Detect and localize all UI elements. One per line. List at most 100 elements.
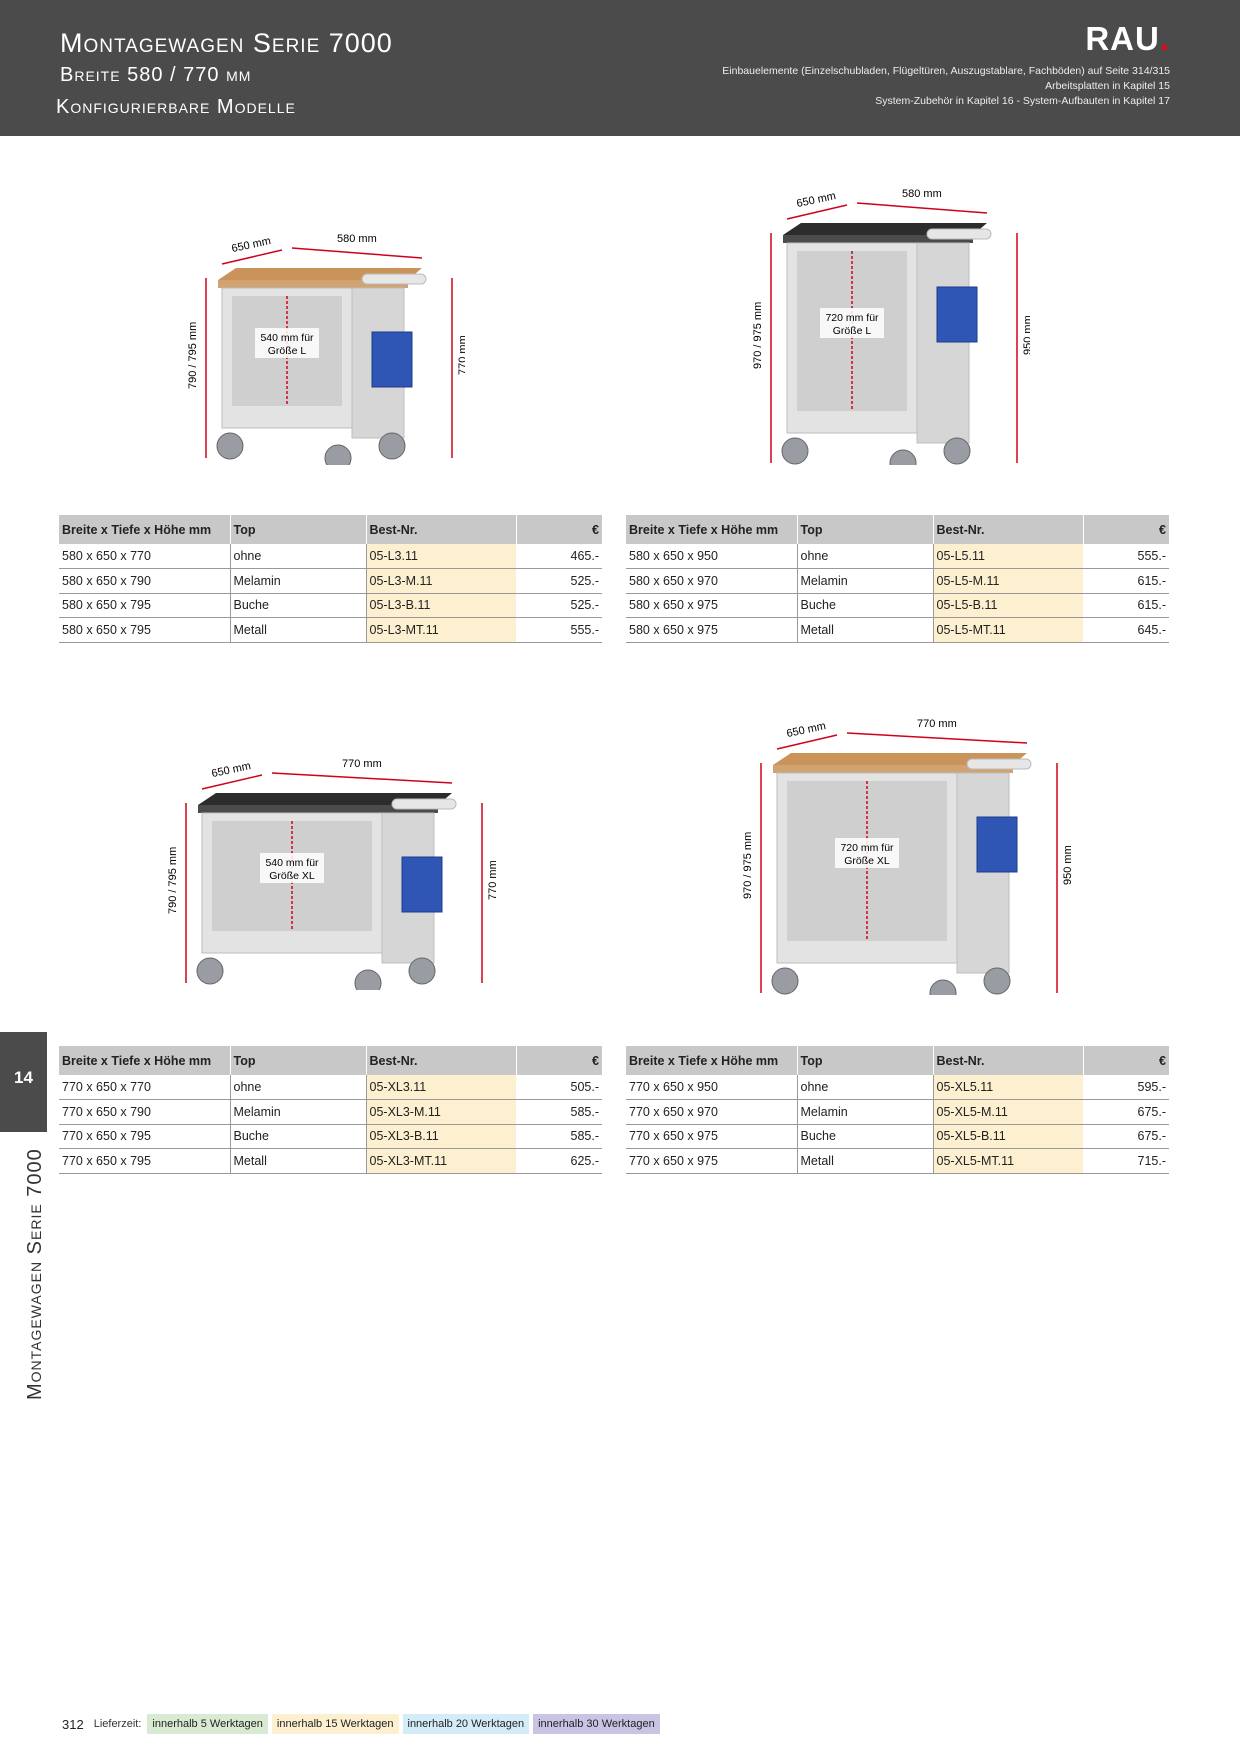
cell-price: 465.- <box>516 544 602 569</box>
caster-wheel <box>354 969 382 990</box>
col-price: € <box>516 515 602 544</box>
width-arrow <box>291 247 423 259</box>
col-top: Top <box>797 515 934 544</box>
chapter-number: 14 <box>14 1068 33 1087</box>
inner-label-line2: Größe XL <box>844 855 890 867</box>
cell-best-nr: 05-XL5-B.11 <box>933 1124 1083 1149</box>
width-arrow <box>856 202 988 214</box>
right-height-label: 770 mm <box>457 335 465 375</box>
right-height-label: 950 mm <box>1022 315 1030 355</box>
depth-arrow <box>776 734 838 750</box>
col-top: Top <box>797 1046 934 1075</box>
caster-wheel <box>408 957 436 985</box>
col-best: Best-Nr. <box>933 515 1084 544</box>
handle <box>391 798 457 810</box>
cell-price: 505.- <box>516 1075 602 1100</box>
delivery-label: Lieferzeit: <box>93 1718 142 1730</box>
inner-label-box <box>260 853 324 883</box>
blue-bin <box>976 816 1018 873</box>
cell-dims: 580 x 650 x 790 <box>59 568 231 594</box>
cell-top: Metall <box>230 1148 367 1174</box>
cell-best-nr: 05-XL5.11 <box>933 1075 1083 1100</box>
cell-best-nr: 05-XL3-B.11 <box>366 1124 516 1149</box>
width-arrow <box>846 732 1028 744</box>
caster-wheel <box>781 437 809 465</box>
inner-label-line1: 540 mm für <box>260 332 314 344</box>
page-title: Montagewagen Serie 7000 <box>60 28 393 58</box>
inner-label-box <box>820 308 884 338</box>
worktop-edge <box>783 235 973 243</box>
inner-label-line2: Größe XL <box>269 870 315 882</box>
caster-wheel <box>943 437 971 465</box>
cell-price: 595.- <box>1083 1075 1169 1100</box>
right-height-label: 770 mm <box>487 860 499 900</box>
cell-best-nr: 05-XL3-M.11 <box>366 1099 516 1125</box>
cell-price: 555.- <box>1083 544 1169 569</box>
cell-top: Melamin <box>230 1099 367 1125</box>
blue-bin <box>936 286 978 343</box>
cell-best-nr: 05-L3-M.11 <box>366 568 516 594</box>
caster-wheel <box>929 979 957 995</box>
cell-dims: 580 x 650 x 950 <box>626 544 798 569</box>
cell-top: Buche <box>797 1124 934 1149</box>
cell-dims: 770 x 650 x 795 <box>59 1124 231 1149</box>
delivery-chip-15: innerhalb 15 Werktagen <box>271 1714 399 1734</box>
caster-wheel <box>378 432 406 460</box>
depth-arrow <box>786 204 848 220</box>
cabinet-side <box>956 772 1010 974</box>
cell-price: 715.- <box>1083 1148 1169 1174</box>
cell-top: Buche <box>230 593 367 618</box>
cell-best-nr: 05-L5.11 <box>933 544 1083 569</box>
col-price: € <box>1083 515 1169 544</box>
col-dims: Breite x Tiefe x Höhe mm <box>59 515 231 544</box>
depth-label: 650 mm <box>786 720 827 740</box>
chapter-label: Montagewagen Serie 7000 <box>24 1148 46 1400</box>
cell-price: 625.- <box>516 1148 602 1174</box>
header-note: System-Zubehör in Kapitel 16 - System-Au… <box>875 95 1170 107</box>
cell-price: 615.- <box>1083 568 1169 594</box>
cell-top: Buche <box>230 1124 367 1149</box>
depth-label: 650 mm <box>796 190 837 210</box>
cell-best-nr: 05-L3-B.11 <box>366 593 516 618</box>
right-height-label: 950 mm <box>1062 845 1074 885</box>
cell-dims: 770 x 650 x 770 <box>59 1075 231 1100</box>
col-dims: Breite x Tiefe x Höhe mm <box>626 1046 798 1075</box>
cell-best-nr: 05-L3-MT.11 <box>366 617 516 643</box>
cell-price: 585.- <box>516 1099 602 1125</box>
cell-best-nr: 05-L5-B.11 <box>933 593 1083 618</box>
cell-top: Melamin <box>797 568 934 594</box>
width-label: 770 mm <box>917 718 957 730</box>
cell-top: Metall <box>230 617 367 643</box>
cell-dims: 580 x 650 x 975 <box>626 617 798 643</box>
worktop-edge <box>198 805 438 813</box>
blue-bin <box>401 856 443 913</box>
cell-dims: 770 x 650 x 975 <box>626 1124 798 1149</box>
caster-wheel <box>889 449 917 465</box>
chapter-tab <box>0 1032 47 1132</box>
cell-price: 525.- <box>516 593 602 618</box>
col-best: Best-Nr. <box>933 1046 1084 1075</box>
cell-top: ohne <box>230 544 367 569</box>
left-height-label: 970 / 975 mm <box>742 832 754 899</box>
cell-dims: 580 x 650 x 795 <box>59 617 231 643</box>
caster-wheel <box>983 967 1011 995</box>
caster-wheel <box>216 432 244 460</box>
handle <box>361 273 427 285</box>
cell-best-nr: 05-L5-MT.11 <box>933 617 1083 643</box>
cell-dims: 770 x 650 x 975 <box>626 1148 798 1174</box>
